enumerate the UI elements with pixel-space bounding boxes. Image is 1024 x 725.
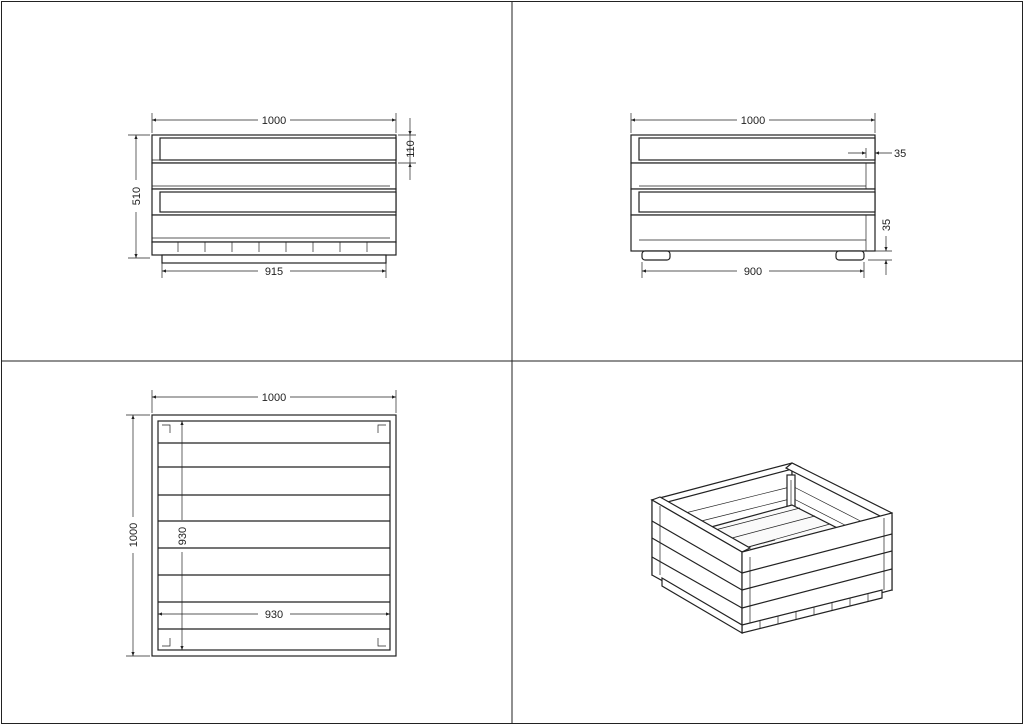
top-dim-inner-width-label: 930 [265, 609, 283, 621]
side-view: 1000 35 35 900 [630, 113, 906, 278]
top-dim-width-label: 1000 [262, 392, 286, 404]
top-dim-width: 1000 [151, 390, 397, 413]
side-dim-width-label: 1000 [741, 115, 765, 127]
top-dim-depth-label: 1000 [128, 523, 140, 547]
top-dim-inner-width: 930 [158, 609, 390, 621]
front-dim-height: 510 [128, 134, 150, 259]
iso-view [650, 462, 894, 635]
top-dim-inner-depth: 930 [177, 421, 189, 650]
front-dim-width: 1000 [151, 113, 397, 133]
front-dim-board-label: 110 [405, 140, 417, 158]
side-dim-inset-label: 35 [894, 148, 906, 160]
front-dim-board: 110 [398, 118, 417, 180]
top-view-slats [151, 414, 397, 657]
top-view: 1000 1000 930 930 [126, 390, 397, 657]
side-view-boards [630, 134, 876, 261]
front-dim-base: 915 [161, 263, 387, 278]
front-dim-base-label: 915 [265, 266, 283, 278]
top-dim-inner-depth-label: 930 [177, 527, 189, 545]
front-view: 1000 510 110 915 [128, 113, 417, 278]
top-dim-depth: 1000 [126, 414, 150, 657]
front-view-boards [151, 134, 397, 264]
side-dim-foot: 35 [868, 219, 893, 275]
side-dim-width: 1000 [630, 113, 876, 133]
side-dim-base-label: 900 [744, 266, 762, 278]
front-dim-height-label: 510 [131, 187, 143, 205]
side-dim-inset: 35 [848, 148, 906, 160]
side-dim-foot-label: 35 [881, 219, 893, 231]
front-dim-width-label: 1000 [262, 115, 286, 127]
side-dim-base: 900 [641, 262, 865, 278]
